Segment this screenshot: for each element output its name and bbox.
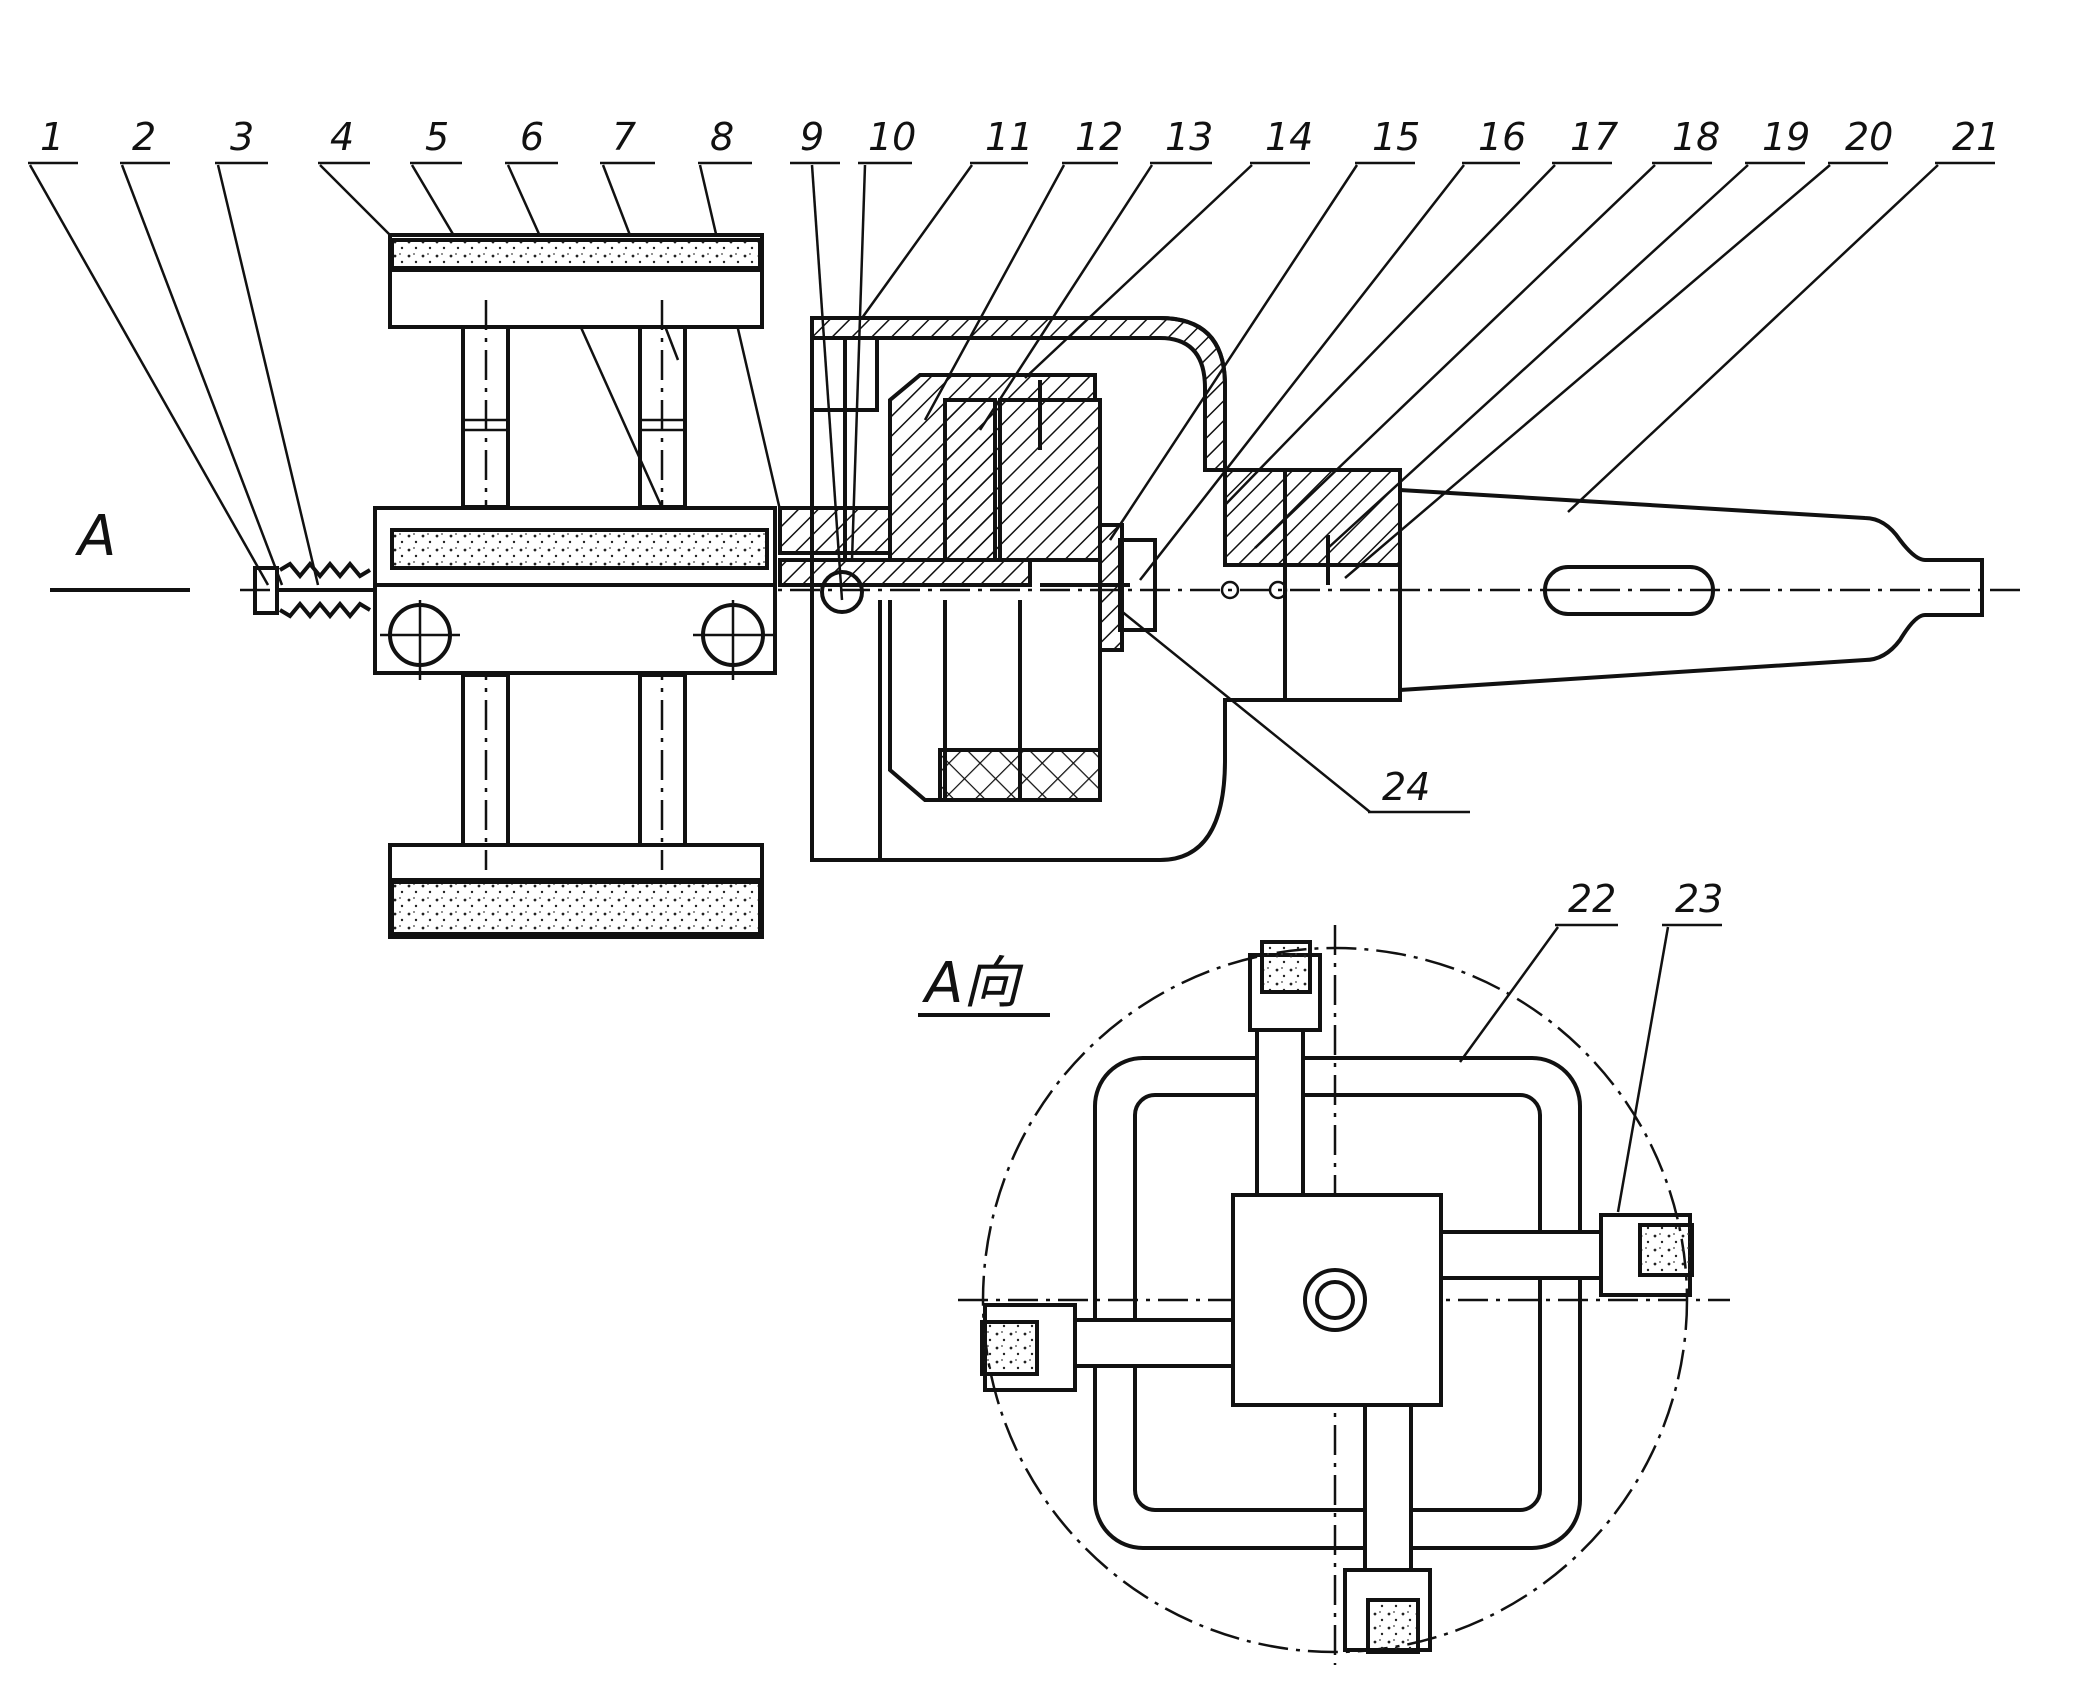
center-spindle xyxy=(778,506,1032,614)
callout-22: 22 xyxy=(1458,877,1618,1063)
callout-15: 15 xyxy=(1108,115,1420,541)
svg-text:18: 18 xyxy=(1672,115,1720,159)
svg-text:11: 11 xyxy=(985,115,1033,159)
svg-text:16: 16 xyxy=(1478,115,1526,159)
lower-flywheel xyxy=(878,600,1102,860)
section-marker-a: A xyxy=(50,504,190,592)
top-grinding-stone xyxy=(388,233,764,329)
svg-text:A向: A向 xyxy=(922,951,1024,1016)
svg-text:2: 2 xyxy=(132,115,156,159)
svg-text:A: A xyxy=(75,504,116,569)
main-section-view xyxy=(240,233,2020,939)
svg-text:15: 15 xyxy=(1372,115,1420,159)
svg-text:6: 6 xyxy=(520,115,544,159)
svg-text:19: 19 xyxy=(1762,115,1810,159)
stone-head-right xyxy=(1599,1213,1694,1297)
stone-head-left xyxy=(980,1303,1077,1392)
stone-head-top xyxy=(1248,940,1322,1032)
callout-2: 2 xyxy=(120,115,284,586)
radial-arms xyxy=(1073,1028,1603,1572)
svg-text:8: 8 xyxy=(710,115,734,159)
stone-head-bottom xyxy=(1343,1568,1432,1654)
body-block xyxy=(373,506,777,680)
rotor xyxy=(888,373,1157,652)
taper-shank xyxy=(1220,488,1984,692)
callout-8: 8 xyxy=(698,115,782,511)
svg-text:14: 14 xyxy=(1265,115,1313,159)
callout-10: 10 xyxy=(850,115,916,561)
callout-4: 4 xyxy=(318,115,396,241)
callout-16: 16 xyxy=(1139,115,1526,581)
callout-21: 21 xyxy=(1567,115,2000,513)
svg-text:20: 20 xyxy=(1845,115,1893,159)
svg-text:13: 13 xyxy=(1165,115,1213,159)
center-block xyxy=(1231,1193,1443,1407)
callout-23: 23 xyxy=(1616,877,1723,1213)
svg-text:9: 9 xyxy=(800,115,824,159)
svg-text:12: 12 xyxy=(1075,115,1123,159)
svg-text:22: 22 xyxy=(1568,877,1616,921)
svg-text:1: 1 xyxy=(40,115,64,159)
bottom-grinding-stone xyxy=(388,843,764,939)
guide-rods xyxy=(461,300,687,870)
callout-group: 1 2 3 4 5 6 7 xyxy=(28,115,2000,1213)
callout-1: 1 xyxy=(28,115,270,586)
callout-24: 24 xyxy=(1119,609,1470,814)
svg-text:5: 5 xyxy=(425,115,449,159)
adjusting-screw xyxy=(253,560,375,620)
view-a-direction: A向 xyxy=(918,925,1730,1665)
callout-14: 14 xyxy=(1024,115,1313,379)
svg-text:10: 10 xyxy=(868,115,916,159)
callout-20: 20 xyxy=(1344,115,1893,579)
svg-text:4: 4 xyxy=(330,115,354,159)
callout-17: 17 xyxy=(1224,115,1618,506)
svg-text:24: 24 xyxy=(1382,765,1430,809)
svg-text:21: 21 xyxy=(1952,115,2000,159)
svg-text:3: 3 xyxy=(230,115,254,159)
callout-11: 11 xyxy=(860,115,1033,319)
svg-text:7: 7 xyxy=(612,115,636,159)
callout-3: 3 xyxy=(215,115,320,586)
svg-text:17: 17 xyxy=(1570,115,1618,159)
frame-22 xyxy=(1093,1056,1582,1550)
svg-text:23: 23 xyxy=(1675,877,1723,921)
